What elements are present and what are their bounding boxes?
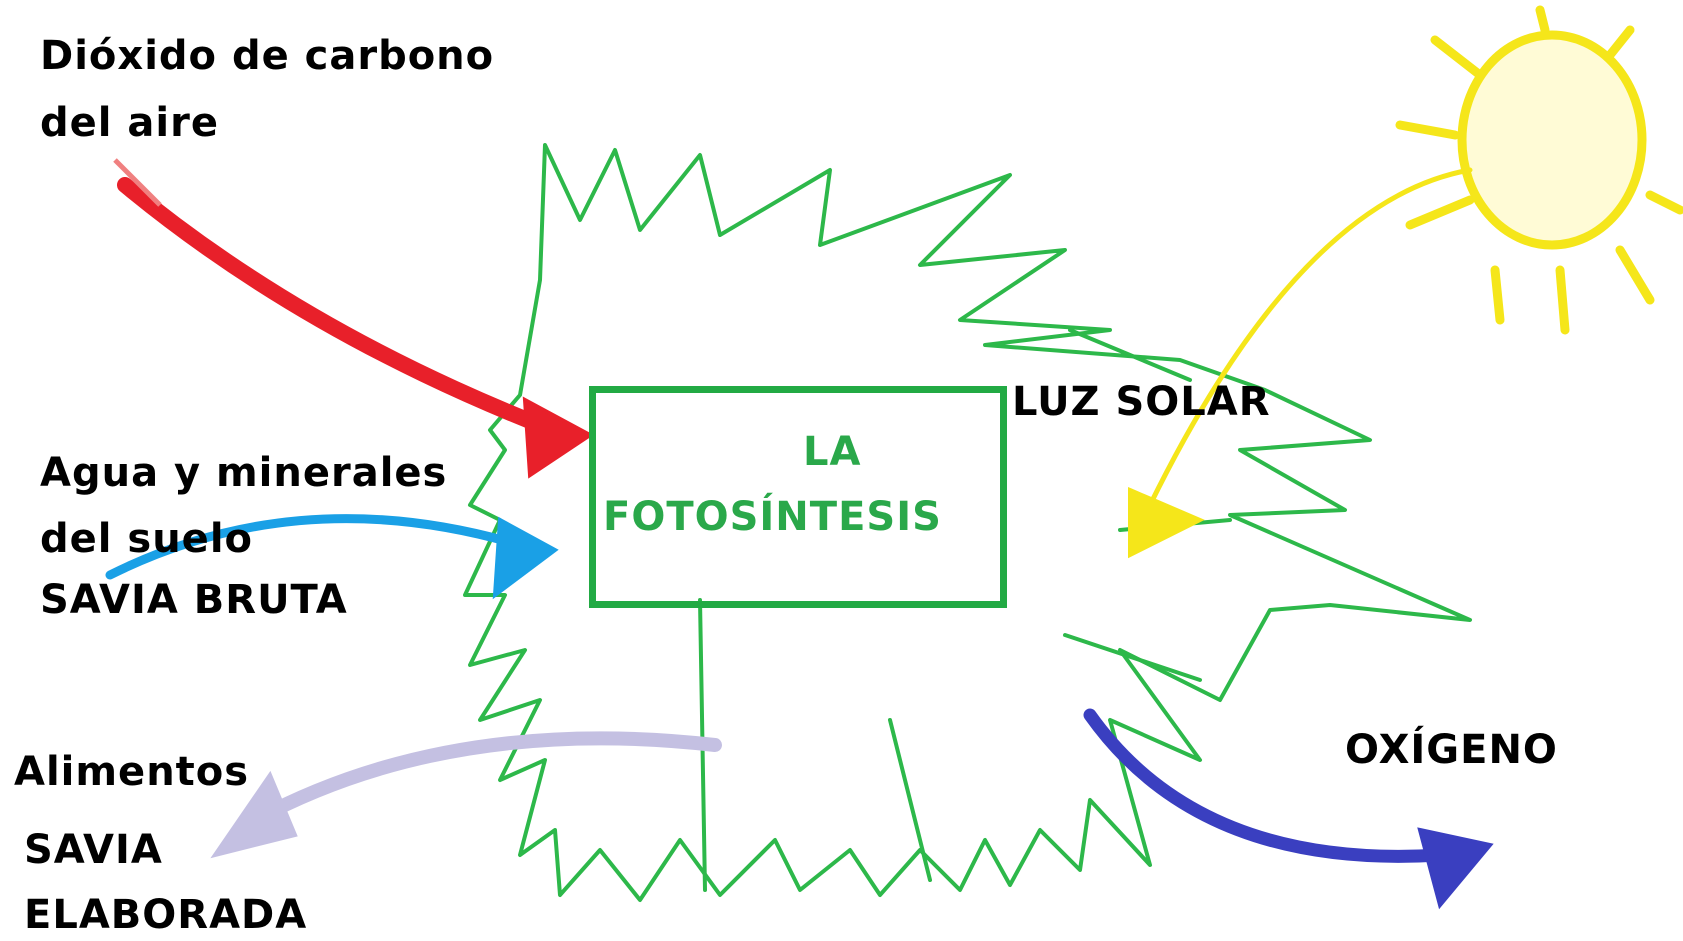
- elaborated-sap-label-line-2: ELABORADA: [24, 892, 308, 938]
- sun-icon: [1395, 5, 1683, 335]
- oxygen-arrow: [1083, 708, 1494, 910]
- sunlight-arrow: [1128, 167, 1473, 559]
- sunlight-label: LUZ SOLAR: [1012, 379, 1271, 425]
- food-label: Alimentos: [14, 749, 250, 795]
- water-label-line-1: Agua y minerales: [40, 450, 448, 496]
- elaborated-sap-label-line-1: SAVIA: [24, 827, 163, 873]
- title-line-1: LA: [803, 429, 862, 475]
- water-label-line-2: del suelo: [40, 516, 254, 562]
- title-line-2: FOTOSÍNTESIS: [603, 494, 942, 540]
- co2-label-line-2: del aire: [40, 100, 219, 146]
- oxygen-label: OXÍGENO: [1345, 727, 1558, 773]
- co2-label-line-1: Dióxido de carbono: [40, 33, 495, 79]
- raw-sap-label: SAVIA BRUTA: [40, 577, 348, 623]
- photosynthesis-title-box: [589, 386, 1007, 608]
- co2-arrow: [113, 158, 594, 479]
- water-arrow: [105, 514, 559, 600]
- food-arrow: [210, 731, 722, 859]
